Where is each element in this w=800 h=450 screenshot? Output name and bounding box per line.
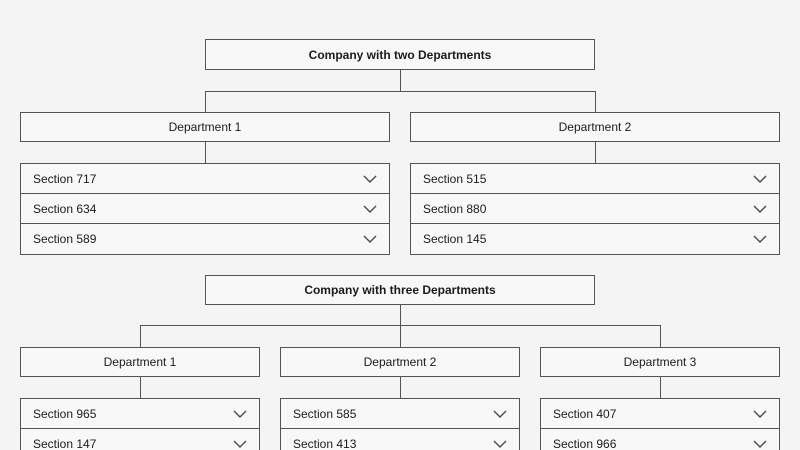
department-node: Department 1 bbox=[20, 347, 260, 377]
chevron-down-icon bbox=[233, 440, 247, 448]
section-label: Section 515 bbox=[423, 171, 487, 186]
section-row[interactable]: Section 515 bbox=[411, 164, 779, 194]
connector-drop bbox=[595, 142, 596, 163]
section-row[interactable]: Section 147 bbox=[21, 429, 259, 450]
connector-drop bbox=[140, 325, 141, 347]
section-list: Section 515 Section 880 Section 145 bbox=[410, 163, 780, 255]
section-row[interactable]: Section 717 bbox=[21, 164, 389, 194]
connector-rail bbox=[205, 91, 596, 92]
section-label: Section 585 bbox=[293, 406, 357, 421]
connector-drop bbox=[205, 91, 206, 112]
department-node: Department 3 bbox=[540, 347, 780, 377]
section-row[interactable]: Section 634 bbox=[21, 194, 389, 224]
section-label: Section 965 bbox=[33, 406, 97, 421]
section-label: Section 147 bbox=[33, 437, 97, 450]
chevron-down-icon bbox=[753, 235, 767, 243]
section-list: Section 407 Section 966 bbox=[540, 398, 780, 450]
chevron-down-icon bbox=[753, 205, 767, 213]
connector-stem bbox=[400, 305, 401, 325]
chevron-down-icon bbox=[493, 410, 507, 418]
section-label: Section 717 bbox=[33, 171, 97, 186]
section-row[interactable]: Section 965 bbox=[21, 399, 259, 429]
section-row[interactable]: Section 880 bbox=[411, 194, 779, 224]
chevron-down-icon bbox=[363, 205, 377, 213]
connector-drop bbox=[400, 377, 401, 398]
section-row[interactable]: Section 966 bbox=[541, 429, 779, 450]
section-row[interactable]: Section 145 bbox=[411, 224, 779, 254]
section-row[interactable]: Section 589 bbox=[21, 224, 389, 254]
department-node: Department 2 bbox=[410, 112, 780, 142]
section-label: Section 966 bbox=[553, 437, 617, 450]
connector-drop bbox=[660, 377, 661, 398]
section-list: Section 585 Section 413 bbox=[280, 398, 520, 450]
section-row[interactable]: Section 413 bbox=[281, 429, 519, 450]
connector-drop bbox=[660, 325, 661, 347]
connector-drop bbox=[140, 377, 141, 398]
department-node: Department 2 bbox=[280, 347, 520, 377]
chevron-down-icon bbox=[363, 235, 377, 243]
section-label: Section 413 bbox=[293, 437, 357, 450]
connector-drop bbox=[595, 91, 596, 112]
section-list: Section 717 Section 634 Section 589 bbox=[20, 163, 390, 255]
connector-stem bbox=[400, 70, 401, 91]
connector-drop bbox=[400, 325, 401, 347]
section-label: Section 634 bbox=[33, 201, 97, 216]
chevron-down-icon bbox=[753, 175, 767, 183]
chevron-down-icon bbox=[233, 410, 247, 418]
chevron-down-icon bbox=[493, 440, 507, 448]
section-row[interactable]: Section 407 bbox=[541, 399, 779, 429]
section-label: Section 407 bbox=[553, 406, 617, 421]
chevron-down-icon bbox=[363, 175, 377, 183]
section-label: Section 880 bbox=[423, 201, 487, 216]
company-node: Company with two Departments bbox=[205, 39, 595, 70]
section-row[interactable]: Section 585 bbox=[281, 399, 519, 429]
section-label: Section 145 bbox=[423, 232, 487, 246]
department-node: Department 1 bbox=[20, 112, 390, 142]
chevron-down-icon bbox=[753, 440, 767, 448]
connector-drop bbox=[205, 142, 206, 163]
section-label: Section 589 bbox=[33, 232, 97, 246]
chevron-down-icon bbox=[753, 410, 767, 418]
company-node: Company with three Departments bbox=[205, 275, 595, 305]
section-list: Section 965 Section 147 bbox=[20, 398, 260, 450]
